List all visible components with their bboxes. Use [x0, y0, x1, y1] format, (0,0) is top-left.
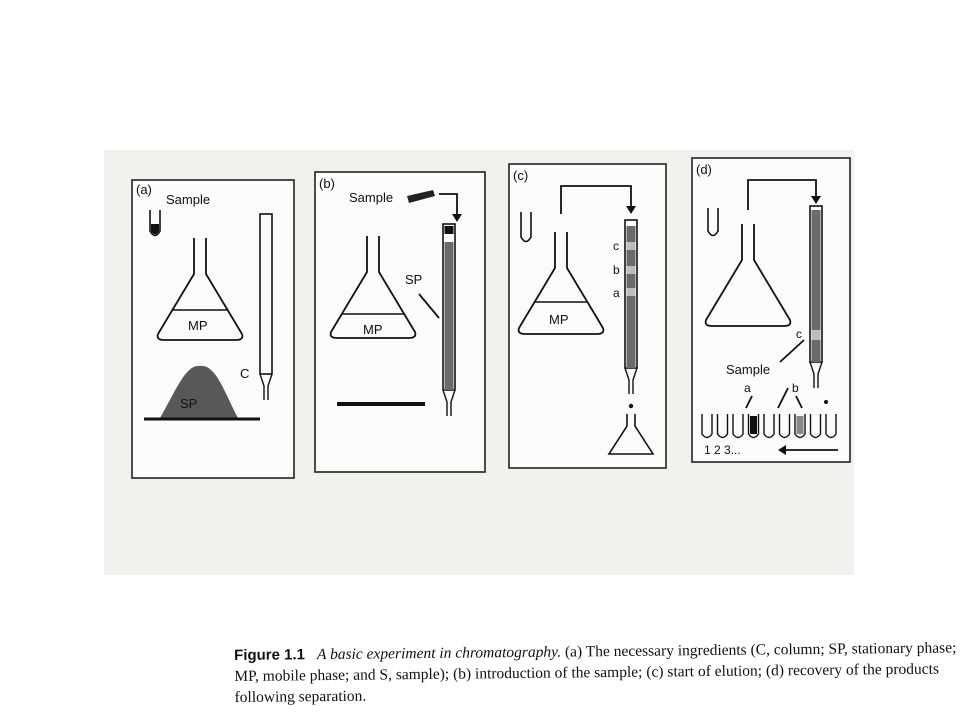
panel-d-sample-label: Sample: [726, 362, 770, 377]
panel-d-flask: [704, 224, 792, 327]
panel-b-label: (b): [319, 176, 335, 191]
panel-d-fraction-tube: [778, 414, 791, 439]
panel-b-sample-label: Sample: [349, 190, 393, 205]
panel-d-rack-arrowhead: [778, 445, 786, 455]
panel-c-frame: [508, 163, 667, 469]
panel-c-band-b-label: b: [613, 263, 620, 277]
panel-d-flow-arrow: [747, 179, 817, 210]
panel-d-fraction-tube: [747, 414, 760, 439]
caption-label: Figure 1.1: [234, 646, 306, 664]
panel-d-fraction-content: [750, 416, 757, 434]
panel-d-fraction-tube: [825, 414, 837, 439]
panel-c-band-a: [626, 288, 636, 296]
panel-d-fraction-tube: [716, 414, 729, 439]
panel-c-band-a-label: a: [613, 286, 620, 300]
panel-d-column-outlet: [809, 361, 823, 388]
panel-a-c-label: C: [240, 366, 249, 381]
chromatography-figure: (a)SampleMPSPC(b)SampleMPSP(c)MPcba(d)cS…: [131, 157, 851, 479]
panel-d-fraction-tube: [809, 414, 822, 439]
panel-d-arrow-a: [745, 395, 753, 409]
panel-a-flask: [156, 238, 244, 341]
panel-c-column-packing: [626, 226, 636, 368]
panel-d-fraction-tube: [763, 414, 775, 439]
panel-b-frame: [314, 171, 486, 473]
panel-b-pipette: [407, 190, 435, 203]
panel-b-mp-label: MP: [363, 322, 383, 337]
panel-b-sp-arrow: [418, 293, 440, 319]
panel-d-drop: [824, 400, 828, 404]
panel-c-flow-arrow: [560, 185, 632, 214]
panel-d-tube-a-label: a: [744, 381, 751, 395]
panel-a-column-outlet: [259, 373, 273, 400]
panel-d-fraction-tube: [732, 414, 744, 439]
panel-b-sp-label: SP: [405, 272, 422, 287]
panel-c-drop: [628, 403, 634, 409]
panel-a-sample-label: Sample: [166, 192, 210, 207]
panel-a-mp-label: MP: [188, 318, 208, 333]
panel-d-tube-b-label: b: [792, 381, 799, 395]
panel-d-column-packing: [811, 210, 821, 362]
panel-a-sp-label: SP: [180, 396, 197, 411]
panel-d-band-c-label: c: [796, 327, 802, 341]
panel-b-pour-arrowhead: [452, 214, 462, 222]
panel-a-label: (a): [136, 182, 152, 197]
panel-a-column: [259, 213, 273, 375]
panel-c-band-b: [626, 266, 636, 274]
panel-c-empty-tube: [520, 212, 532, 243]
panel-c: (c) MP cba: [508, 163, 667, 469]
panel-b-column-packing: [444, 242, 454, 390]
panel-d-tube-numbers: 1 2 3...: [704, 443, 741, 457]
caption-title: A basic experiment in chromatography.: [316, 643, 562, 664]
panel-d-fraction-tube: [701, 414, 713, 439]
panel-d-fraction-tube: [794, 414, 806, 439]
panel-d-band-c: [811, 330, 821, 340]
panel-a-sample-tube-content: [151, 224, 159, 235]
panel-c-flow-arrowhead: [626, 206, 636, 214]
panel-c-receiving-flask: [607, 414, 655, 455]
panel-d-flow-arrowhead: [811, 196, 821, 204]
panel-b-flask: [329, 236, 417, 339]
panel-c-band-c: [626, 242, 636, 250]
panel-d-arrow-b1: [777, 387, 789, 409]
panel-c-mp-label: MP: [549, 312, 569, 327]
panel-a-sample-tube: [149, 210, 161, 237]
panel-a-sp-pile: [160, 365, 238, 418]
panel-c-column-outlet: [624, 367, 638, 394]
panel-b-pour-arrow: [439, 193, 458, 214]
panel-d-arrow-b2: [795, 395, 803, 409]
panel-d-label: (d): [696, 162, 712, 177]
panel-d-sample-arrow: [779, 339, 805, 363]
panel-b-sample-band: [444, 226, 454, 234]
figure-caption: Figure 1.1 A basic experiment in chromato…: [234, 637, 960, 708]
panel-c-band-c-label: c: [613, 239, 619, 253]
panel-d-fraction-content: [796, 416, 804, 434]
panel-c-label: (c): [513, 168, 528, 183]
panel-d-empty-tube: [707, 208, 719, 237]
panel-c-flask: [517, 232, 605, 335]
panel-b-column-outlet: [442, 389, 456, 416]
